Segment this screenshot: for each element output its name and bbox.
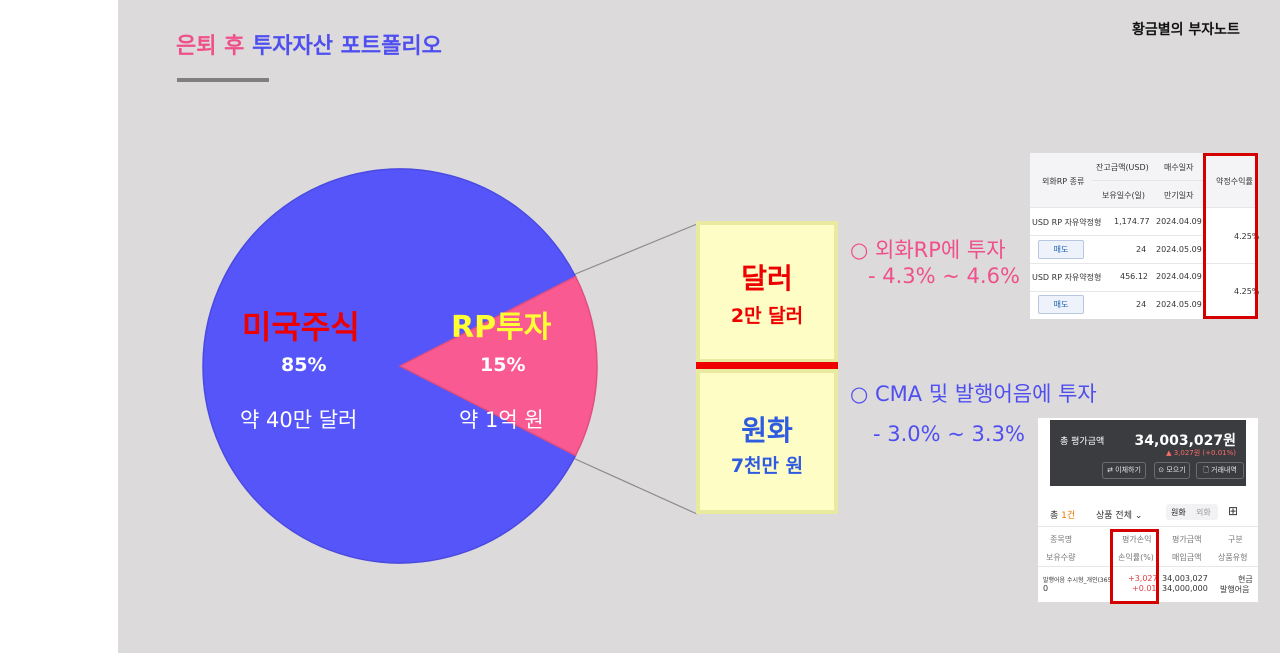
holding-count-prefix: 총 xyxy=(1050,511,1059,521)
rp-label: RP투자 xyxy=(451,310,552,345)
brand-name: 황금별의 부자노트 xyxy=(1132,22,1240,38)
col-buy: 매입금액 xyxy=(1172,553,1202,562)
rate-highlight-box xyxy=(1203,153,1258,319)
left-margin xyxy=(0,0,118,653)
header-rp-type: 외화RP 종류 xyxy=(1042,177,1085,186)
dollar-box-amount: 2만 달러 xyxy=(730,305,804,327)
row-divider xyxy=(1030,235,1202,236)
us-stock-label: 미국주식 xyxy=(242,308,360,346)
won-box-title: 원화 xyxy=(741,414,793,447)
header-maturity-date: 만기일자 xyxy=(1164,191,1194,200)
row-divider xyxy=(1030,291,1202,292)
currency-won[interactable]: 원화 xyxy=(1171,508,1186,517)
cma-annotation-title: ○ CMA 및 발행어음에 투자 xyxy=(850,382,1097,406)
chevron-down-icon: ⌄ xyxy=(1134,511,1143,521)
row-divider xyxy=(1038,526,1258,527)
row-buy: 34,000,000 xyxy=(1162,584,1208,593)
rp-annotation-title: ○ 외화RP에 투자 xyxy=(850,238,1006,262)
won-box: 원화 7천만 원 xyxy=(696,369,838,514)
total-eval-label: 총 평가금액 xyxy=(1060,437,1105,447)
row-qty: 0 xyxy=(1043,584,1049,593)
row1-balance: 1,174.77 xyxy=(1114,217,1150,226)
collect-button[interactable]: ⊙ 모으기 xyxy=(1154,462,1190,479)
rp-annotation-rate: - 4.3% ~ 4.6% xyxy=(868,264,1020,288)
row2-days: 24 xyxy=(1136,300,1147,309)
header-days: 보유일수(일) xyxy=(1102,191,1146,200)
row2-balance: 456.12 xyxy=(1120,272,1148,281)
rp-holdings-table: 외화RP 종류 잔고금액(USD) 보유일수(일) 매수일자 만기일자 약정수익… xyxy=(1030,153,1260,319)
cma-account-card: 총 평가금액 34,003,027원 ▲ 3,027원 (+0.01%) ⇄ 이… xyxy=(1038,418,1258,604)
currency-foreign[interactable]: 외화 xyxy=(1196,508,1211,517)
dollar-box-title: 달러 xyxy=(741,262,793,295)
header-divider xyxy=(1092,180,1204,181)
col-name: 종목명 xyxy=(1050,535,1073,544)
product-filter[interactable]: 상품 전체 ⌄ xyxy=(1096,508,1142,521)
row-product-name[interactable]: 발행어음 수시형_개인(365 xyxy=(1043,577,1112,584)
col-eval: 평가금액 xyxy=(1172,535,1202,544)
row-pnl-rate: +0.01 xyxy=(1132,584,1157,593)
rp-percent: 15% xyxy=(480,354,526,376)
row1-buy-date: 2024.04.09 xyxy=(1156,217,1202,226)
holding-count-value: 1건 xyxy=(1061,511,1076,521)
header-buy-date: 매수일자 xyxy=(1164,163,1194,172)
row1-days: 24 xyxy=(1136,245,1147,254)
col-product-type: 상품유형 xyxy=(1218,553,1248,562)
row1-rate: 4.25% xyxy=(1234,232,1260,241)
total-eval-change: ▲ 3,027원 (+0.01%) xyxy=(1166,449,1236,457)
row2-rate: 4.25% xyxy=(1234,287,1260,296)
title-part-1: 은퇴 후 xyxy=(176,34,245,59)
row2-sell-button[interactable]: 매도 xyxy=(1038,295,1084,314)
col-pnl: 평가손익 xyxy=(1122,535,1152,544)
holding-count: 총 1건 xyxy=(1050,508,1075,521)
zoom-line-top xyxy=(572,223,698,276)
col-type: 구분 xyxy=(1228,535,1243,544)
col-qty: 보유수량 xyxy=(1046,553,1076,562)
total-eval-panel: 총 평가금액 34,003,027원 ▲ 3,027원 (+0.01%) ⇄ 이… xyxy=(1050,420,1246,486)
header-rate: 약정수익률 xyxy=(1216,177,1253,186)
row-divider xyxy=(1030,263,1258,264)
row-type: 현금 xyxy=(1238,575,1253,584)
row-product-type: 발행어음 xyxy=(1220,585,1250,594)
pie-slice-us-stock xyxy=(202,168,577,564)
history-button[interactable]: 🗋 거래내역 xyxy=(1196,462,1244,479)
header-balance: 잔고금액(USD) xyxy=(1096,163,1149,172)
slide-title: 은퇴 후 투자자산 포트폴리오 xyxy=(176,28,442,60)
row2-maturity-date: 2024.05.09 xyxy=(1156,300,1202,309)
row-divider xyxy=(1030,207,1258,208)
won-box-amount: 7천만 원 xyxy=(730,455,804,477)
transfer-button[interactable]: ⇄ 이체하기 xyxy=(1102,462,1146,479)
pnl-highlight-box xyxy=(1110,529,1159,604)
row-pnl: +3,027 xyxy=(1128,574,1158,583)
title-part-2: 투자자산 포트폴리오 xyxy=(252,34,442,59)
product-filter-label: 상품 전체 xyxy=(1096,511,1132,521)
row2-buy-date: 2024.04.09 xyxy=(1156,272,1202,281)
row1-maturity-date: 2024.05.09 xyxy=(1156,245,1202,254)
us-stock-percent: 85% xyxy=(281,354,327,376)
col-pnl-rate: 손익률(%) xyxy=(1118,553,1154,562)
row-eval: 34,003,027 xyxy=(1162,574,1208,583)
box-divider xyxy=(696,362,838,369)
row1-sell-button[interactable]: 매도 xyxy=(1038,240,1084,259)
us-stock-amount: 약 40만 달러 xyxy=(240,408,358,432)
cma-annotation-rate: - 3.0% ~ 3.3% xyxy=(873,422,1025,446)
pie-slice-rp xyxy=(398,275,598,457)
row1-name: USD RP 자유약정형 xyxy=(1032,218,1102,227)
total-eval-value: 34,003,027원 xyxy=(1134,433,1236,449)
row2-name: USD RP 자유약정형 xyxy=(1032,273,1102,282)
dollar-box: 달러 2만 달러 xyxy=(696,221,838,363)
rp-amount: 약 1억 원 xyxy=(459,408,544,432)
title-underline xyxy=(177,78,269,82)
zoom-line-bottom xyxy=(572,457,698,515)
currency-toggle[interactable]: 원화 외화 xyxy=(1166,504,1218,520)
grid-view-icon[interactable]: ⊞ xyxy=(1228,504,1239,518)
row-divider xyxy=(1038,566,1258,567)
